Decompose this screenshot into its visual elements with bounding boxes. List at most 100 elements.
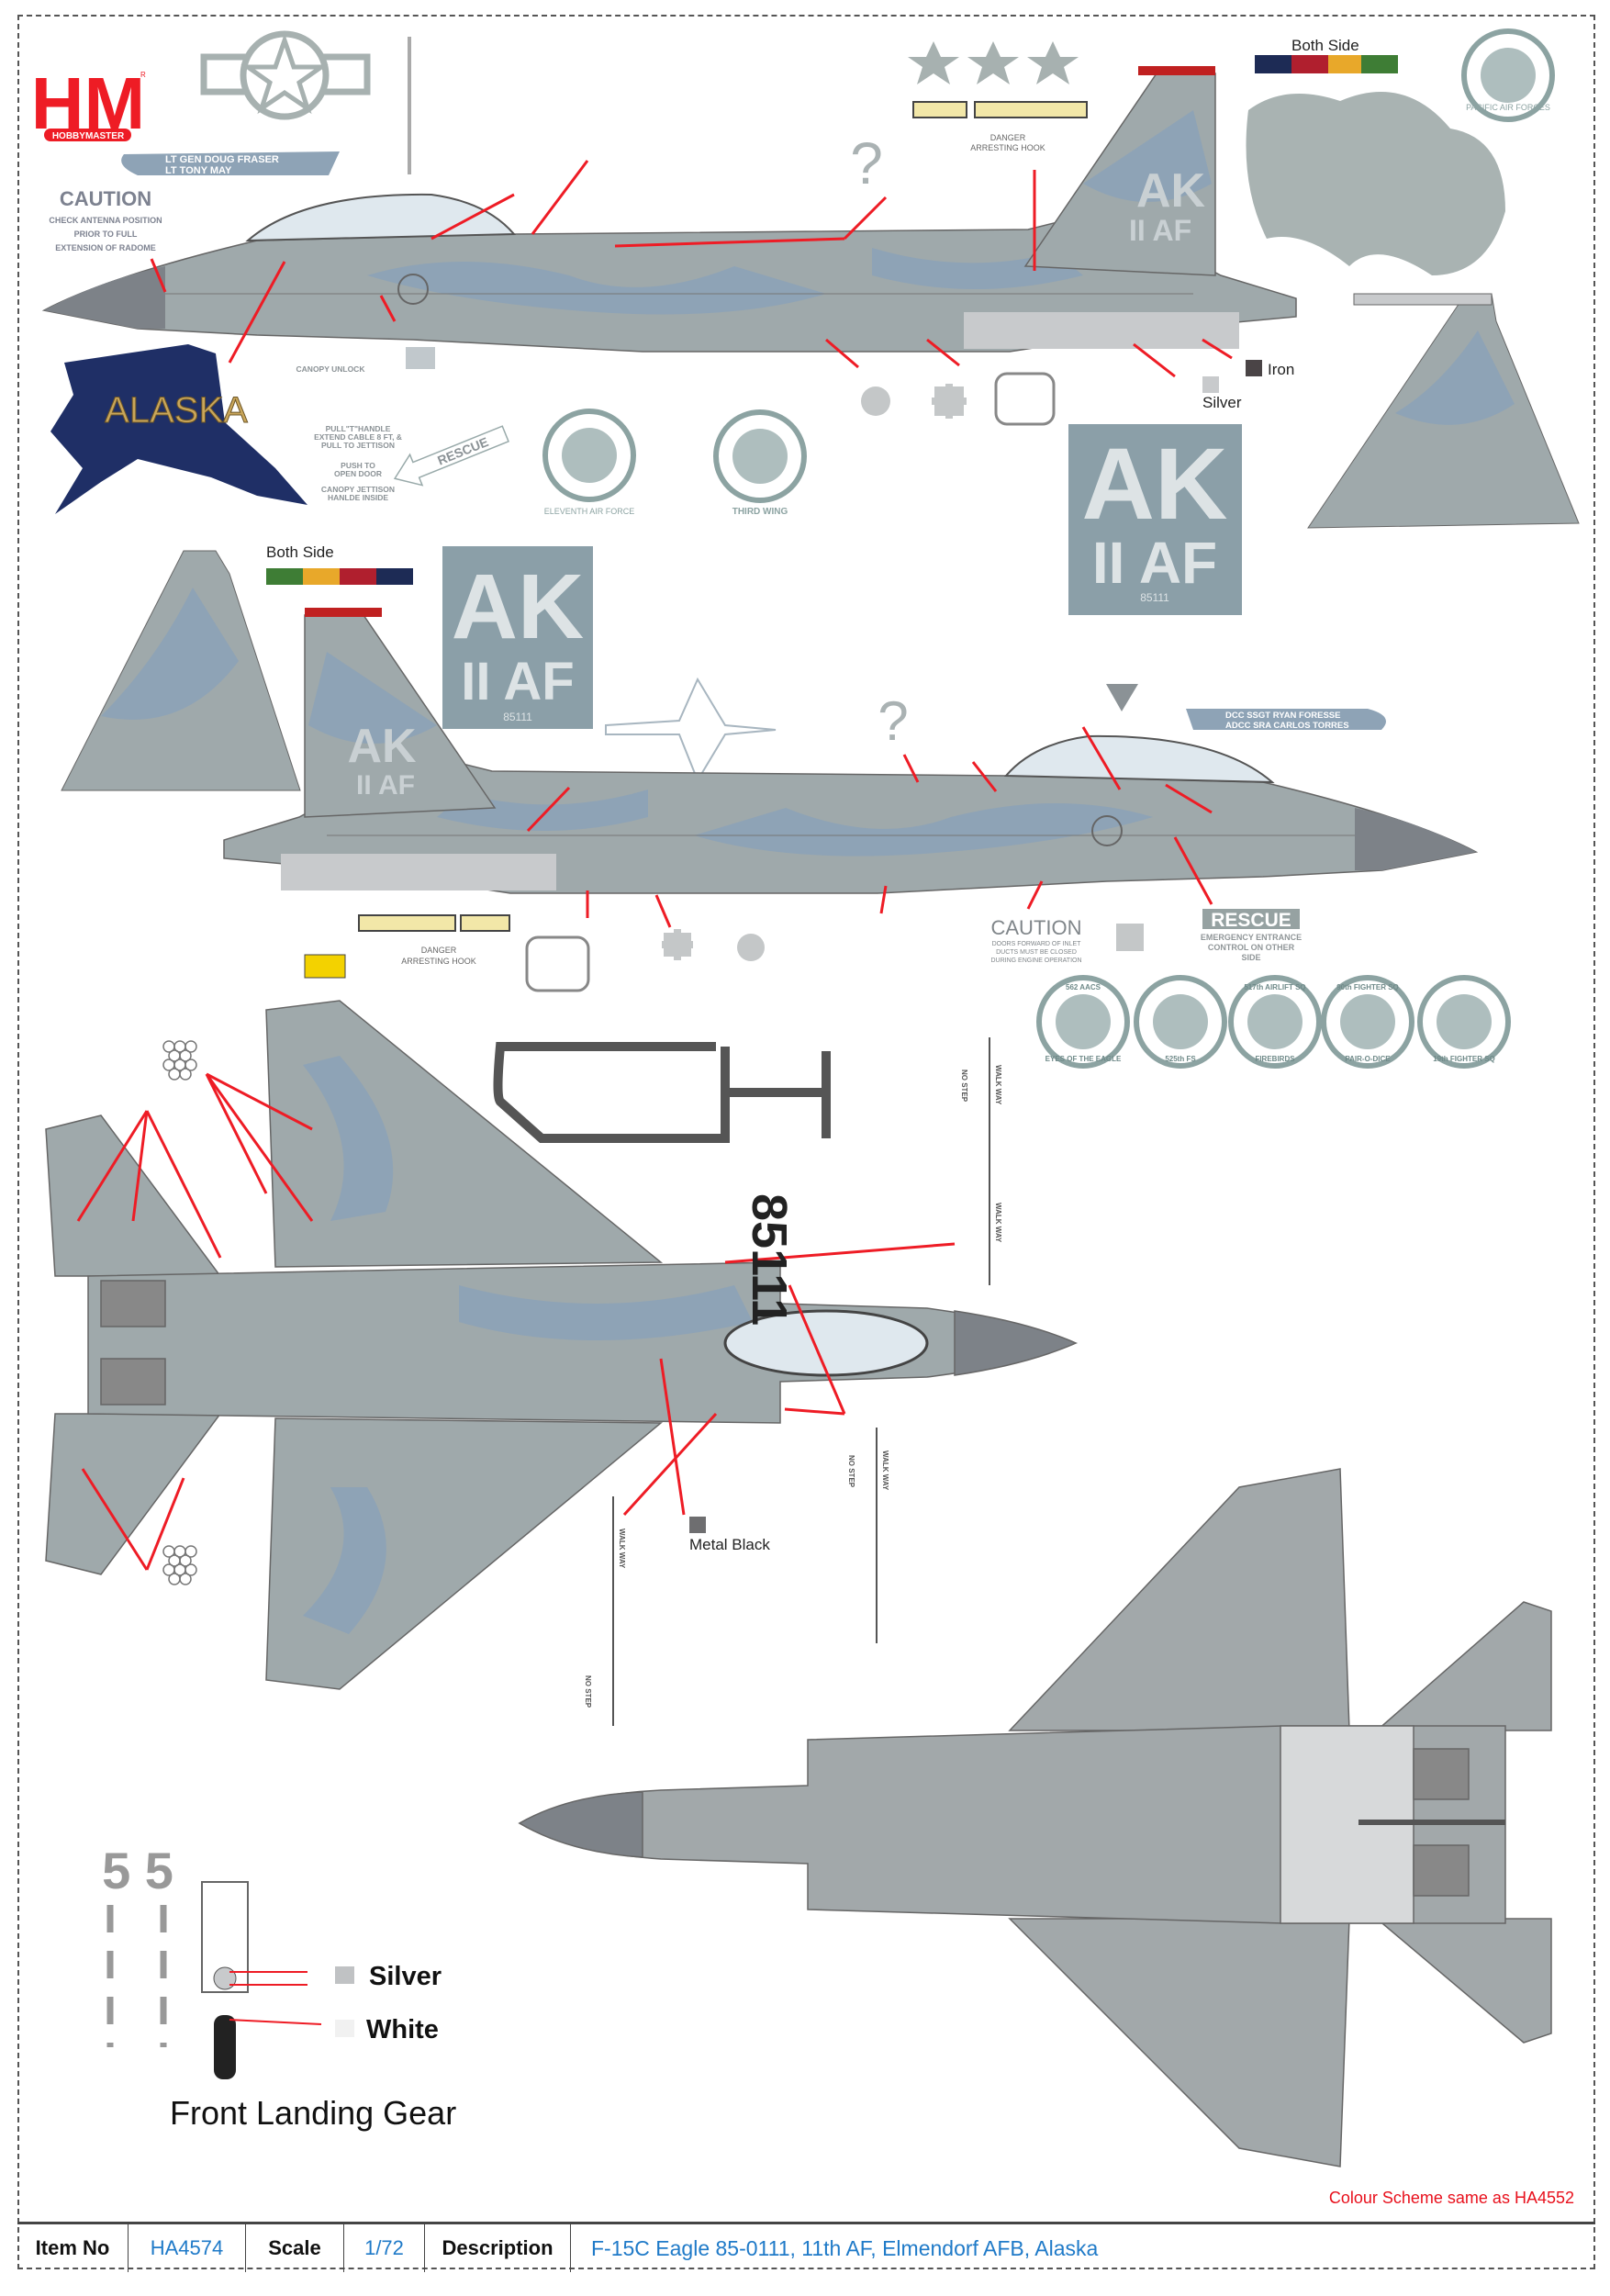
side-view-left [43, 65, 1297, 353]
svg-text:PULL TO JETTISON: PULL TO JETTISON [321, 441, 395, 450]
front-landing-gear [201, 1881, 322, 2079]
svg-text:PRIOR TO FULL: PRIOR TO FULL [74, 230, 138, 239]
svg-text:LT GEN DOUG FRASER: LT GEN DOUG FRASER [165, 154, 279, 165]
description-label: Description [425, 2224, 571, 2272]
rescue-instructions: CANOPY UNLOCK PULL"T"HANDLE EXTEND CABLE… [296, 364, 402, 502]
svg-text:ARRESTING HOOK: ARRESTING HOOK [970, 143, 1045, 152]
svg-text:DOORS FORWARD OF INLET: DOORS FORWARD OF INLET [992, 941, 1082, 947]
hex-pattern-decal [162, 1545, 197, 1585]
svg-text:517th AIRLIFT SQ: 517th AIRLIFT SQ [1244, 983, 1305, 991]
hobbymaster-logo: HM HOBBYMASTER R [31, 62, 146, 144]
scale-label: Scale [246, 2224, 344, 2272]
sheet-border [17, 15, 1595, 2269]
svg-text:525th FS: 525th FS [1165, 1055, 1196, 1063]
alaska-map [50, 344, 307, 514]
star-decals [908, 41, 1079, 84]
fin-stripe-2 [266, 568, 413, 585]
hook-outline-icon: ? [850, 130, 883, 196]
chevron-decal [1106, 684, 1138, 711]
svg-text:RESCUE: RESCUE [1211, 910, 1291, 931]
cross-panel-decal-3 [1116, 924, 1144, 951]
top-view [45, 1000, 1078, 1690]
svg-text:PAIR-O-DICE: PAIR-O-DICE [1345, 1055, 1391, 1063]
item-no-value: HA4574 [129, 2224, 246, 2272]
svg-text:OPEN DOOR: OPEN DOOR [334, 469, 382, 478]
svg-text:SIDE: SIDE [1241, 953, 1260, 962]
svg-text:CAUTION: CAUTION [991, 916, 1082, 939]
gear-stencil-numbers: 5 5 [102, 1842, 173, 2047]
description-value: F-15C Eagle 85-0111, 11th AF, Elmendorf … [591, 2235, 1099, 2260]
svg-text:85111: 85111 [503, 711, 532, 723]
item-no-label: Item No [17, 2224, 129, 2272]
svg-text:WALK WAY: WALK WAY [618, 1529, 626, 1569]
svg-text:AK: AK [452, 555, 584, 658]
gear-silver-label: Silver [369, 1962, 442, 1991]
silver-label: Silver [1202, 394, 1242, 411]
ak-tail-code-decal-2: AK II AF 85111 [442, 546, 593, 729]
svg-text:NO STEP: NO STEP [584, 1675, 592, 1708]
svg-text:PULL"T"HANDLE: PULL"T"HANDLE [326, 424, 391, 433]
svg-text:II AF: II AF [461, 652, 575, 711]
svg-text:EXTENSION OF RADOME: EXTENSION OF RADOME [55, 243, 156, 252]
svg-text:FIREBIRDS: FIREBIRDS [1255, 1055, 1295, 1063]
fin-unit-left: II AF [1129, 214, 1191, 247]
hex-pattern-decal [162, 1040, 197, 1081]
badge-label: ELEVENTH AIR FORCE [544, 507, 635, 516]
svg-text:CONTROL ON OTHER: CONTROL ON OTHER [1208, 943, 1295, 952]
ak-tail-code-decal: AK II AF 85111 [1068, 424, 1242, 615]
svg-text:NO STEP: NO STEP [960, 1070, 968, 1103]
svg-text:CHECK ANTENNA POSITION: CHECK ANTENNA POSITION [49, 216, 162, 225]
caution-inlet-decal: CAUTION DOORS FORWARD OF INLET DUCTS MUS… [990, 916, 1081, 964]
hook-outline-icon-2: ? [878, 690, 908, 752]
panel-outline-decal [994, 372, 1056, 426]
front-landing-gear-title: Front Landing Gear [170, 2094, 456, 2132]
logo-wordmark: HOBBYMASTER [52, 131, 125, 141]
svg-text:EMERGENCY ENTRANCE: EMERGENCY ENTRANCE [1201, 933, 1302, 942]
badge-third-wing [716, 412, 804, 500]
gear-white-label: White [366, 2015, 439, 2044]
crew-nameplate: DCC SSGT RYAN FORESSE ADCC SRA CARLOS TO… [1186, 709, 1386, 731]
svg-text:EXTEND CABLE 8 FT, &: EXTEND CABLE 8 FT, & [314, 432, 402, 442]
bottom-view [518, 1468, 1552, 2167]
stencil-plan-decal [605, 677, 777, 783]
svg-text:5 5: 5 5 [102, 1842, 173, 1899]
round-panel-decal-2 [737, 934, 765, 961]
badge-label: THIRD WING [732, 507, 788, 517]
caution-radome-decal: CAUTION CHECK ANTENNA POSITION PRIOR TO … [49, 187, 162, 252]
arresting-hook-strip: DANGER ARRESTING HOOK [912, 101, 1088, 152]
round-panel-decal [861, 386, 890, 416]
svg-text:CANOPY UNLOCK: CANOPY UNLOCK [296, 364, 366, 374]
svg-text:WALK WAY: WALK WAY [994, 1065, 1002, 1105]
badge-eleventh-af [545, 411, 633, 499]
placement-arrows [150, 160, 1233, 378]
svg-text:PUSH TO: PUSH TO [341, 461, 375, 470]
svg-text:DCC SSGT RYAN FORESSE: DCC SSGT RYAN FORESSE [1225, 711, 1340, 721]
gear-white-swatch [335, 2020, 354, 2037]
metal-black-label: Metal Black [689, 1536, 770, 1553]
colour-scheme-note: Colour Scheme same as HA4552 [1328, 2189, 1574, 2207]
national-insignia [200, 30, 371, 120]
svg-text:AK: AK [1082, 428, 1228, 541]
panel-frame-decal [493, 1042, 831, 1143]
svg-text:CANOPY JETTISON: CANOPY JETTISON [321, 485, 395, 494]
svg-text:WALK WAY: WALK WAY [881, 1450, 889, 1491]
both-side-label: Both Side [1291, 37, 1359, 54]
svg-text:DANGER: DANGER [990, 133, 1026, 142]
yellow-stencil-decal [304, 954, 346, 979]
svg-text:NO STEP: NO STEP [847, 1455, 855, 1488]
svg-text:RESCUE: RESCUE [435, 434, 490, 468]
svg-text:II AF: II AF [1092, 530, 1217, 596]
placement-arrows-2 [526, 726, 1213, 928]
svg-text:DUCTS MUST BE CLOSED: DUCTS MUST BE CLOSED [996, 949, 1077, 956]
arresting-hook-strip-2: DANGER ARRESTING HOOK [358, 914, 510, 966]
e-marking [406, 347, 435, 369]
scale-value: 1/72 [344, 2224, 425, 2272]
rescue-box-decal: RESCUE EMERGENCY ENTRANCE CONTROL ON OTH… [1201, 909, 1302, 962]
svg-text:HANLDE INSIDE: HANLDE INSIDE [328, 493, 388, 502]
svg-text:ARRESTING HOOK: ARRESTING HOOK [401, 957, 476, 966]
svg-text:85111: 85111 [1140, 591, 1169, 604]
dragon-emblem [1246, 92, 1505, 275]
fin-stripe [1255, 55, 1398, 73]
walkway-markings: WALK WAY WALK WAY NO STEP WALK WAY NO ST… [584, 1037, 1002, 1726]
